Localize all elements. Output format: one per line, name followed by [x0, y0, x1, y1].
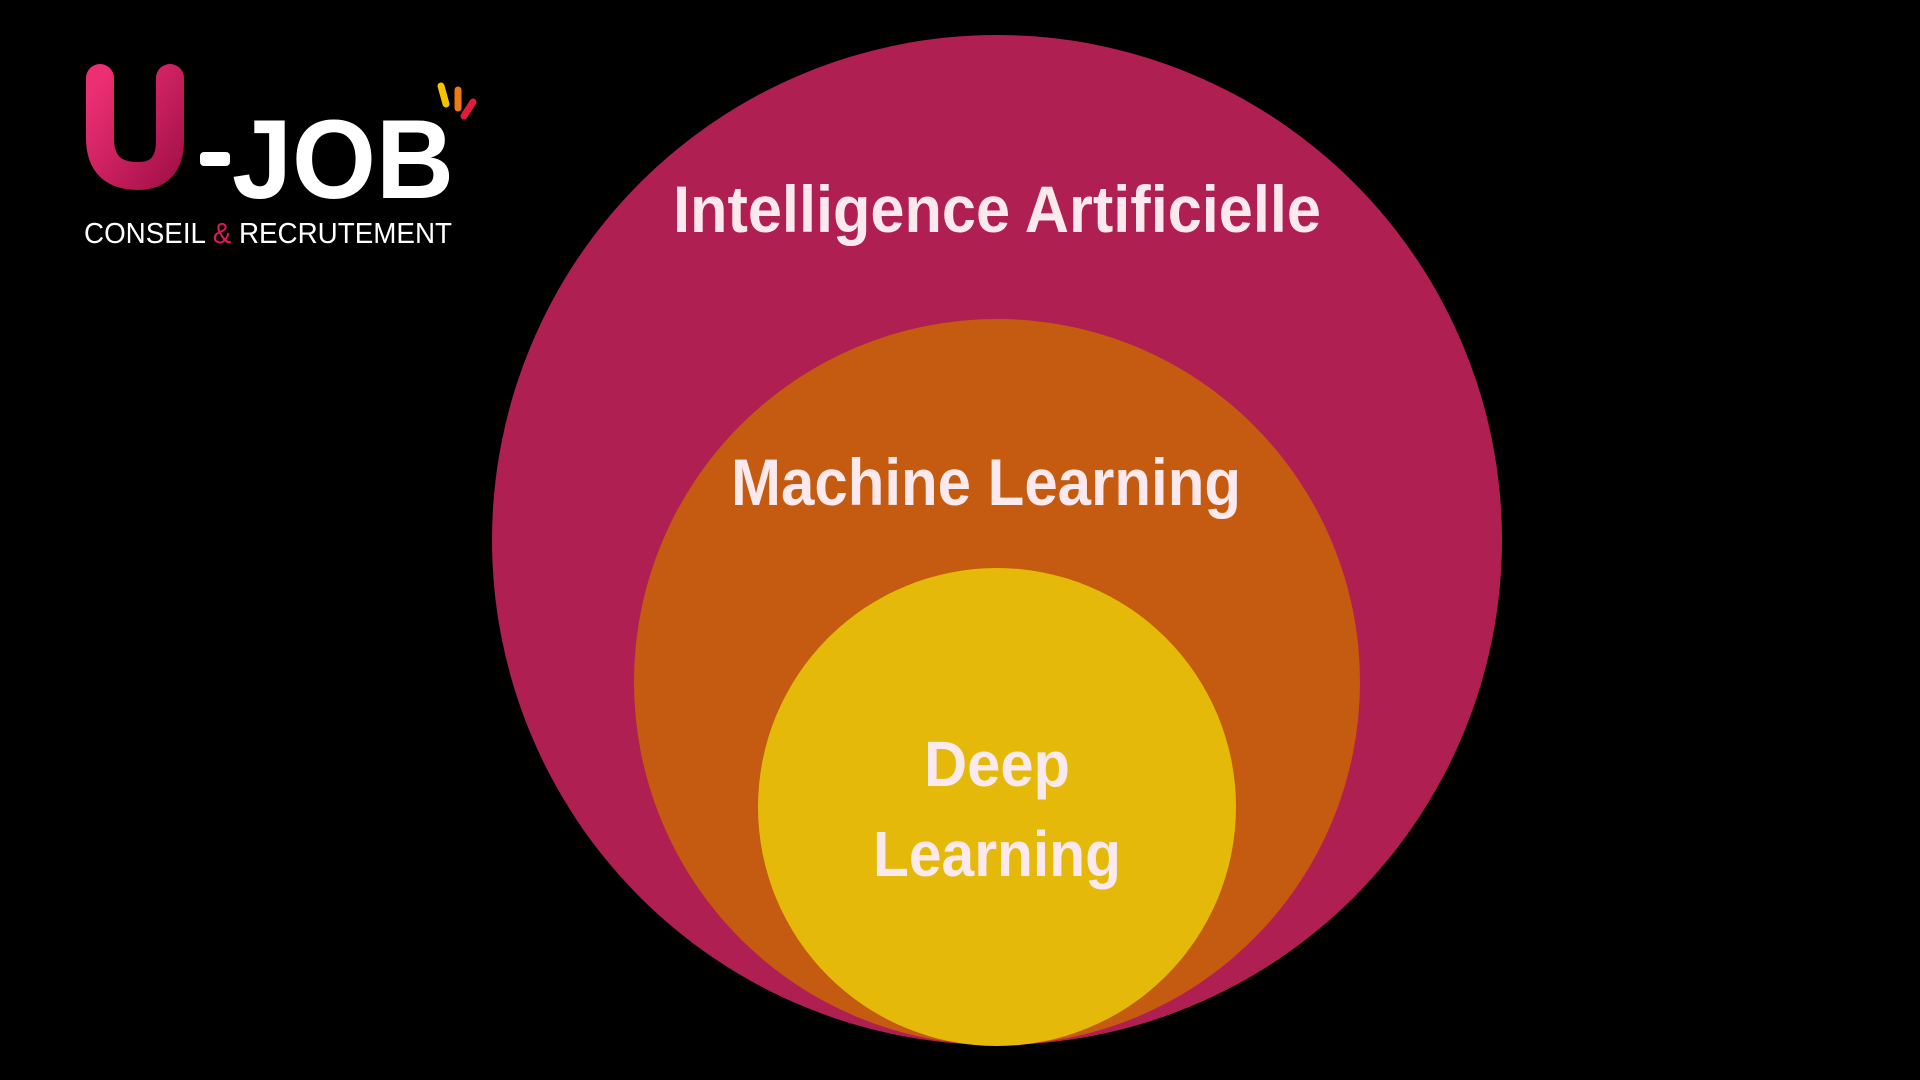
logo-dash: [200, 152, 230, 166]
spark-rays-icon: [437, 82, 477, 120]
logo-tagline-left: CONSEIL: [84, 218, 213, 250]
nested-circles-diagram: Intelligence Artificielle Machine Learni…: [492, 35, 1502, 1046]
inner-circle-deep-learning: [758, 568, 1236, 1046]
logo-tagline: CONSEIL & RECRUTEMENT: [84, 218, 452, 250]
logo-tagline-amp: &: [213, 218, 232, 250]
logo-tagline-right: RECRUTEMENT: [231, 218, 452, 250]
inner-circle-label-line1: Deep: [924, 728, 1070, 800]
logo-letter-u: [86, 64, 184, 191]
middle-circle-label: Machine Learning: [731, 445, 1241, 519]
inner-circle-label-line2: Learning: [873, 818, 1121, 890]
logo-word-job: JOB: [232, 97, 454, 222]
ujob-logo: JOB CONSEIL & RECRUTEMENT: [84, 64, 477, 250]
outer-circle-label: Intelligence Artificielle: [673, 172, 1321, 246]
